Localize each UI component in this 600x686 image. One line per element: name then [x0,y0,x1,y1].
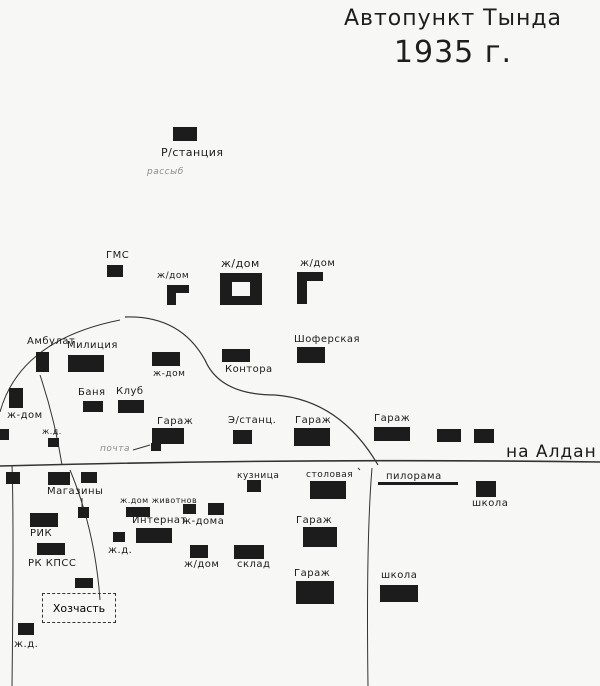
building-right-2 [474,429,494,443]
left-road [11,464,14,686]
label-internat: Интернат [132,515,187,526]
label-zhdom-zhiv: ж.дом животнов [120,496,198,505]
building-e-stants [233,430,252,444]
building-magaziny-3 [78,507,89,518]
label-ambulat: Амбулат [27,336,76,347]
label-road: на Алдан [506,442,597,462]
building-left-3 [6,472,20,484]
label-pilorama: пилорама [386,471,442,482]
building-left-1 [9,388,23,408]
label-khozchast: Хозчасть [52,601,106,615]
label-zhdom-2: ж/дом [221,257,260,270]
building-garazh-2 [294,428,330,446]
building-magaziny-1 [48,472,70,485]
building-pilorama [378,482,458,485]
label-garazh-5: Гараж [294,568,331,579]
building-gms [107,265,123,277]
label-garazh-4: Гараж [296,515,333,526]
label-zhdom-3: ж/дом [300,258,336,269]
label-militsiya: Милиция [67,340,118,351]
map-title: Автопункт Тында 1935 г. [338,8,568,68]
label-kuznitsa: кузница [237,471,280,481]
label-magaziny: Магазины [47,486,104,497]
label-e-stants: Э/станц. [228,415,277,426]
building-magaziny-2 [81,472,97,483]
label-zhd-small: ж.д. [42,427,62,436]
zhdom-block-1 [167,285,189,305]
label-zhdom-left: ж-дом [7,410,43,421]
building-zhdom-small [152,352,180,366]
building-garazh-3 [374,427,410,441]
label-garazh-3: Гараж [374,413,411,424]
building-zhdom-bottom [190,545,208,558]
building-pochta [151,443,161,451]
label-stolovaya: столовая [306,470,354,480]
label-rk-kpss: РК КПСС [28,558,77,569]
right-connector [357,467,361,471]
label-r-station-note: рассыб [147,167,184,177]
building-kontora [222,349,250,362]
label-gms: ГМС [106,250,130,261]
building-rik [30,513,58,527]
label-shofer: Шоферская [294,334,361,345]
label-pochta: почта [100,444,130,454]
pochta-arrow [132,444,151,451]
building-shkola-2 [380,585,418,602]
title-line1: Автопункт Тында [343,6,563,31]
building-garazh-1 [152,428,184,444]
label-zh-doma: ж-дома [182,516,225,527]
label-garazh-2: Гараж [295,415,332,426]
building-ambulat [36,352,49,372]
label-rik: РИК [30,528,53,539]
title-year: 1935 г. [393,35,513,70]
building-militsiya [68,355,104,372]
left-road-2 [39,374,63,466]
label-sklad: склад [237,559,271,570]
building-internat [136,528,172,543]
building-zhd-2 [113,532,125,542]
khozchast-area: Хозчасть [42,593,116,623]
building-khoz-small [75,578,93,588]
label-shkola-2: школа [381,570,418,581]
building-shkola-1 [476,481,496,497]
label-zhd-bottom: ж.д. [14,639,39,650]
building-stolovaya [310,481,346,499]
building-garazh-5 [296,581,334,604]
zhdom-block-2 [220,273,262,305]
khozchast-road [69,469,101,601]
building-right-1 [437,429,461,442]
building-shofer [297,347,325,363]
label-r-station: Р/станция [161,146,224,159]
label-zhdom-bottom: ж/дом [184,559,220,570]
label-banya: Баня [78,387,106,398]
label-zhdom-small: ж-дом [153,369,186,379]
building-r-station [173,127,197,141]
building-klub [118,400,144,413]
building-banya [83,401,103,412]
right-road [367,467,373,686]
building-internat-small-1 [183,504,196,514]
building-kuznitsa [247,480,261,492]
label-kontora: Контора [225,364,273,375]
building-internat-small-2 [208,503,224,515]
label-garazh-1: Гараж [157,416,194,427]
building-zhdom-zhiv [126,507,150,517]
building-left-2 [0,429,9,440]
label-zhdom-1: ж/дом [157,271,190,281]
building-garazh-4 [303,527,337,547]
main-road [0,459,600,467]
building-zhd-small [48,438,59,447]
label-shkola-1: школа [472,498,509,509]
zhdom-block-3 [297,272,323,304]
building-zhd-bottom [18,623,34,635]
upper-road [124,316,379,466]
building-sklad [234,545,264,559]
building-rk-1 [37,543,65,555]
label-klub: Клуб [116,386,144,397]
label-zhd-2: ж.д. [108,545,133,556]
